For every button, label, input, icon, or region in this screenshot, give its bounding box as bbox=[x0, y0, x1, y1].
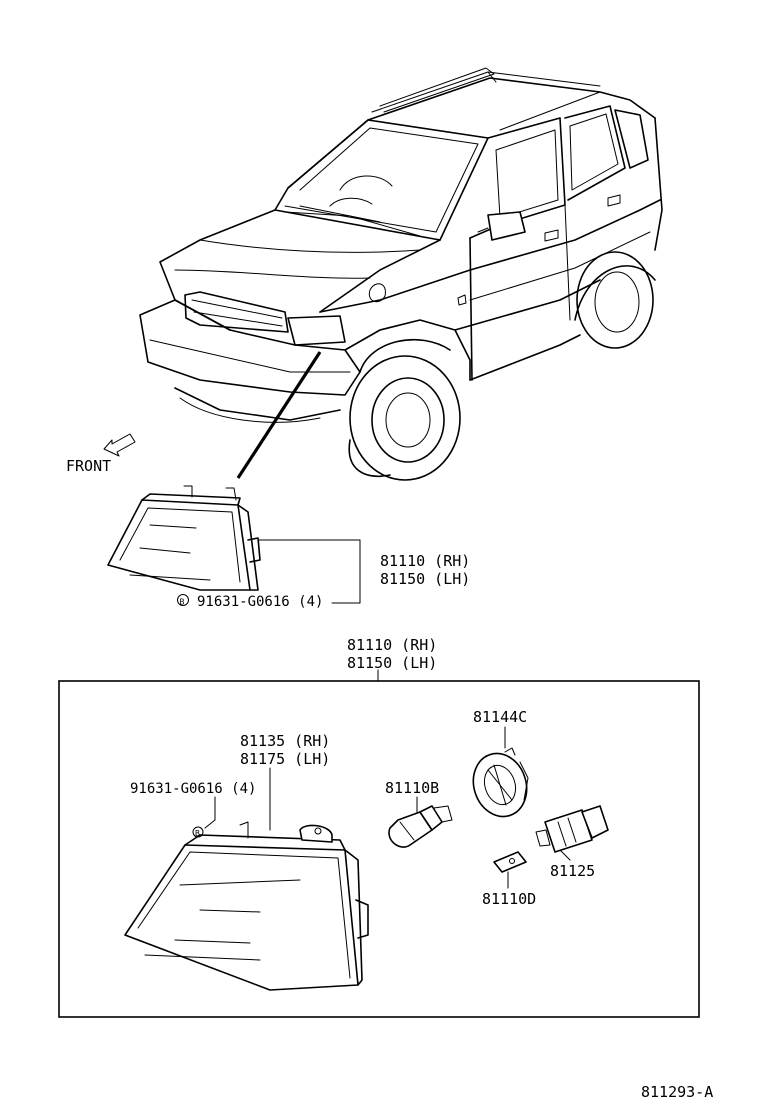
bulb-socket-icon bbox=[535, 805, 609, 853]
screw-marker-top-letter: B bbox=[180, 598, 185, 607]
screw-top-label: 91631-G0616 (4) bbox=[197, 594, 323, 610]
assembly-top-rh-label: 81110 (RH) bbox=[380, 552, 470, 570]
assembly-top-lh-label: 81150 (LH) bbox=[380, 570, 470, 588]
screw-box-label: 91631-G0616 (4) bbox=[130, 781, 256, 797]
screw-marker-top-icon bbox=[177, 594, 189, 606]
front-arrow-icon bbox=[103, 433, 136, 457]
unit-rh-label: 81135 (RH) bbox=[240, 732, 330, 750]
clip-icon bbox=[493, 851, 527, 873]
socket-label: 81125 bbox=[550, 862, 595, 880]
figure-code: 811293-A bbox=[641, 1083, 713, 1101]
front-direction-indicator: FRONT bbox=[66, 433, 136, 475]
headlamp-large-illustration bbox=[124, 821, 369, 991]
cover-label: 81144C bbox=[473, 708, 527, 726]
screw-box-marker-letter: B bbox=[195, 829, 200, 838]
bulb-label: 81110B bbox=[385, 779, 439, 797]
assembly-box-frame bbox=[58, 680, 700, 1018]
headlamp-small-illustration bbox=[107, 485, 261, 591]
bulb-icon bbox=[388, 805, 453, 848]
unit-lh-label: 81175 (LH) bbox=[240, 750, 330, 768]
clip-label: 81110D bbox=[482, 890, 536, 908]
assembly-box-rh-label: 81110 (RH) bbox=[347, 636, 437, 654]
vehicle-illustration bbox=[139, 67, 663, 481]
front-label: FRONT bbox=[66, 457, 111, 475]
assembly-box-lh-label: 81150 (LH) bbox=[347, 654, 437, 672]
bulb-cover-icon bbox=[472, 747, 529, 818]
